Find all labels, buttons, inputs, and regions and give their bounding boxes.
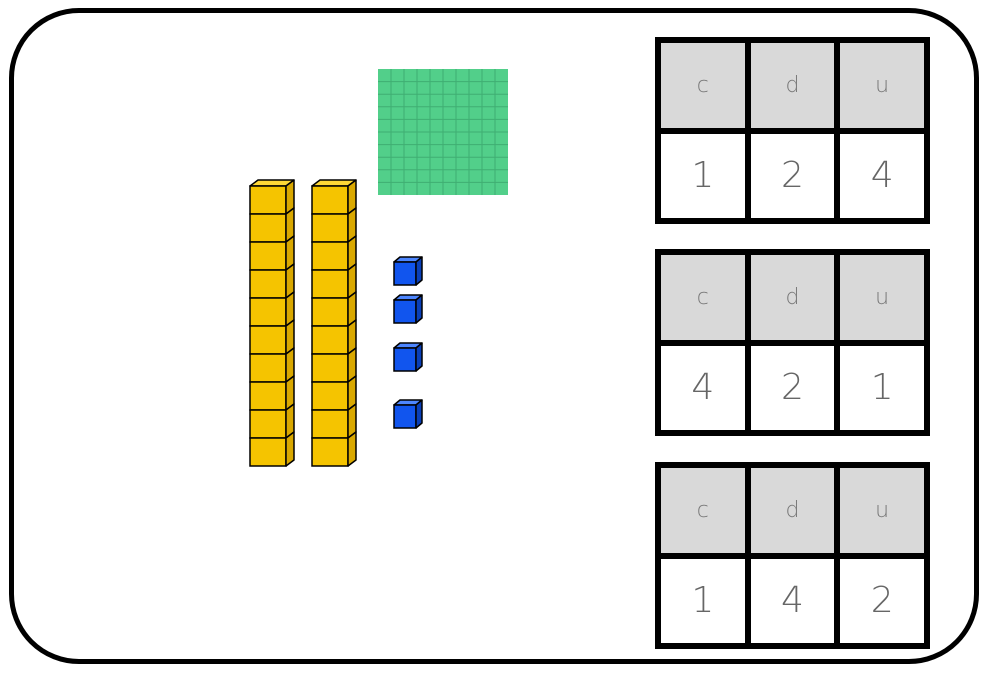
header-units: u bbox=[837, 40, 927, 131]
unit-cube-1 bbox=[391, 254, 425, 288]
header-tens: d bbox=[748, 252, 838, 343]
place-value-table-2: c d u 4 2 1 bbox=[655, 249, 930, 436]
unit-cube-2 bbox=[391, 292, 425, 326]
header-tens: d bbox=[748, 465, 838, 556]
header-units: u bbox=[837, 252, 927, 343]
header-hundreds: c bbox=[658, 40, 748, 131]
unit-cube-4 bbox=[391, 397, 425, 431]
value-tens: 4 bbox=[748, 556, 838, 647]
place-value-table-1: c d u 1 2 4 bbox=[655, 37, 930, 224]
value-hundreds: 1 bbox=[658, 556, 748, 647]
place-value-table-3: c d u 1 4 2 bbox=[655, 462, 930, 649]
header-hundreds: c bbox=[658, 252, 748, 343]
ten-rod-2 bbox=[310, 178, 358, 476]
value-units: 2 bbox=[837, 556, 927, 647]
value-hundreds: 4 bbox=[658, 343, 748, 434]
header-tens: d bbox=[748, 40, 838, 131]
value-tens: 2 bbox=[748, 131, 838, 222]
value-units: 1 bbox=[837, 343, 927, 434]
ten-rod-1 bbox=[248, 178, 296, 476]
value-units: 4 bbox=[837, 131, 927, 222]
value-tens: 2 bbox=[748, 343, 838, 434]
unit-cube-3 bbox=[391, 340, 425, 374]
value-hundreds: 1 bbox=[658, 131, 748, 222]
header-hundreds: c bbox=[658, 465, 748, 556]
header-units: u bbox=[837, 465, 927, 556]
hundred-flat-block bbox=[378, 69, 508, 195]
